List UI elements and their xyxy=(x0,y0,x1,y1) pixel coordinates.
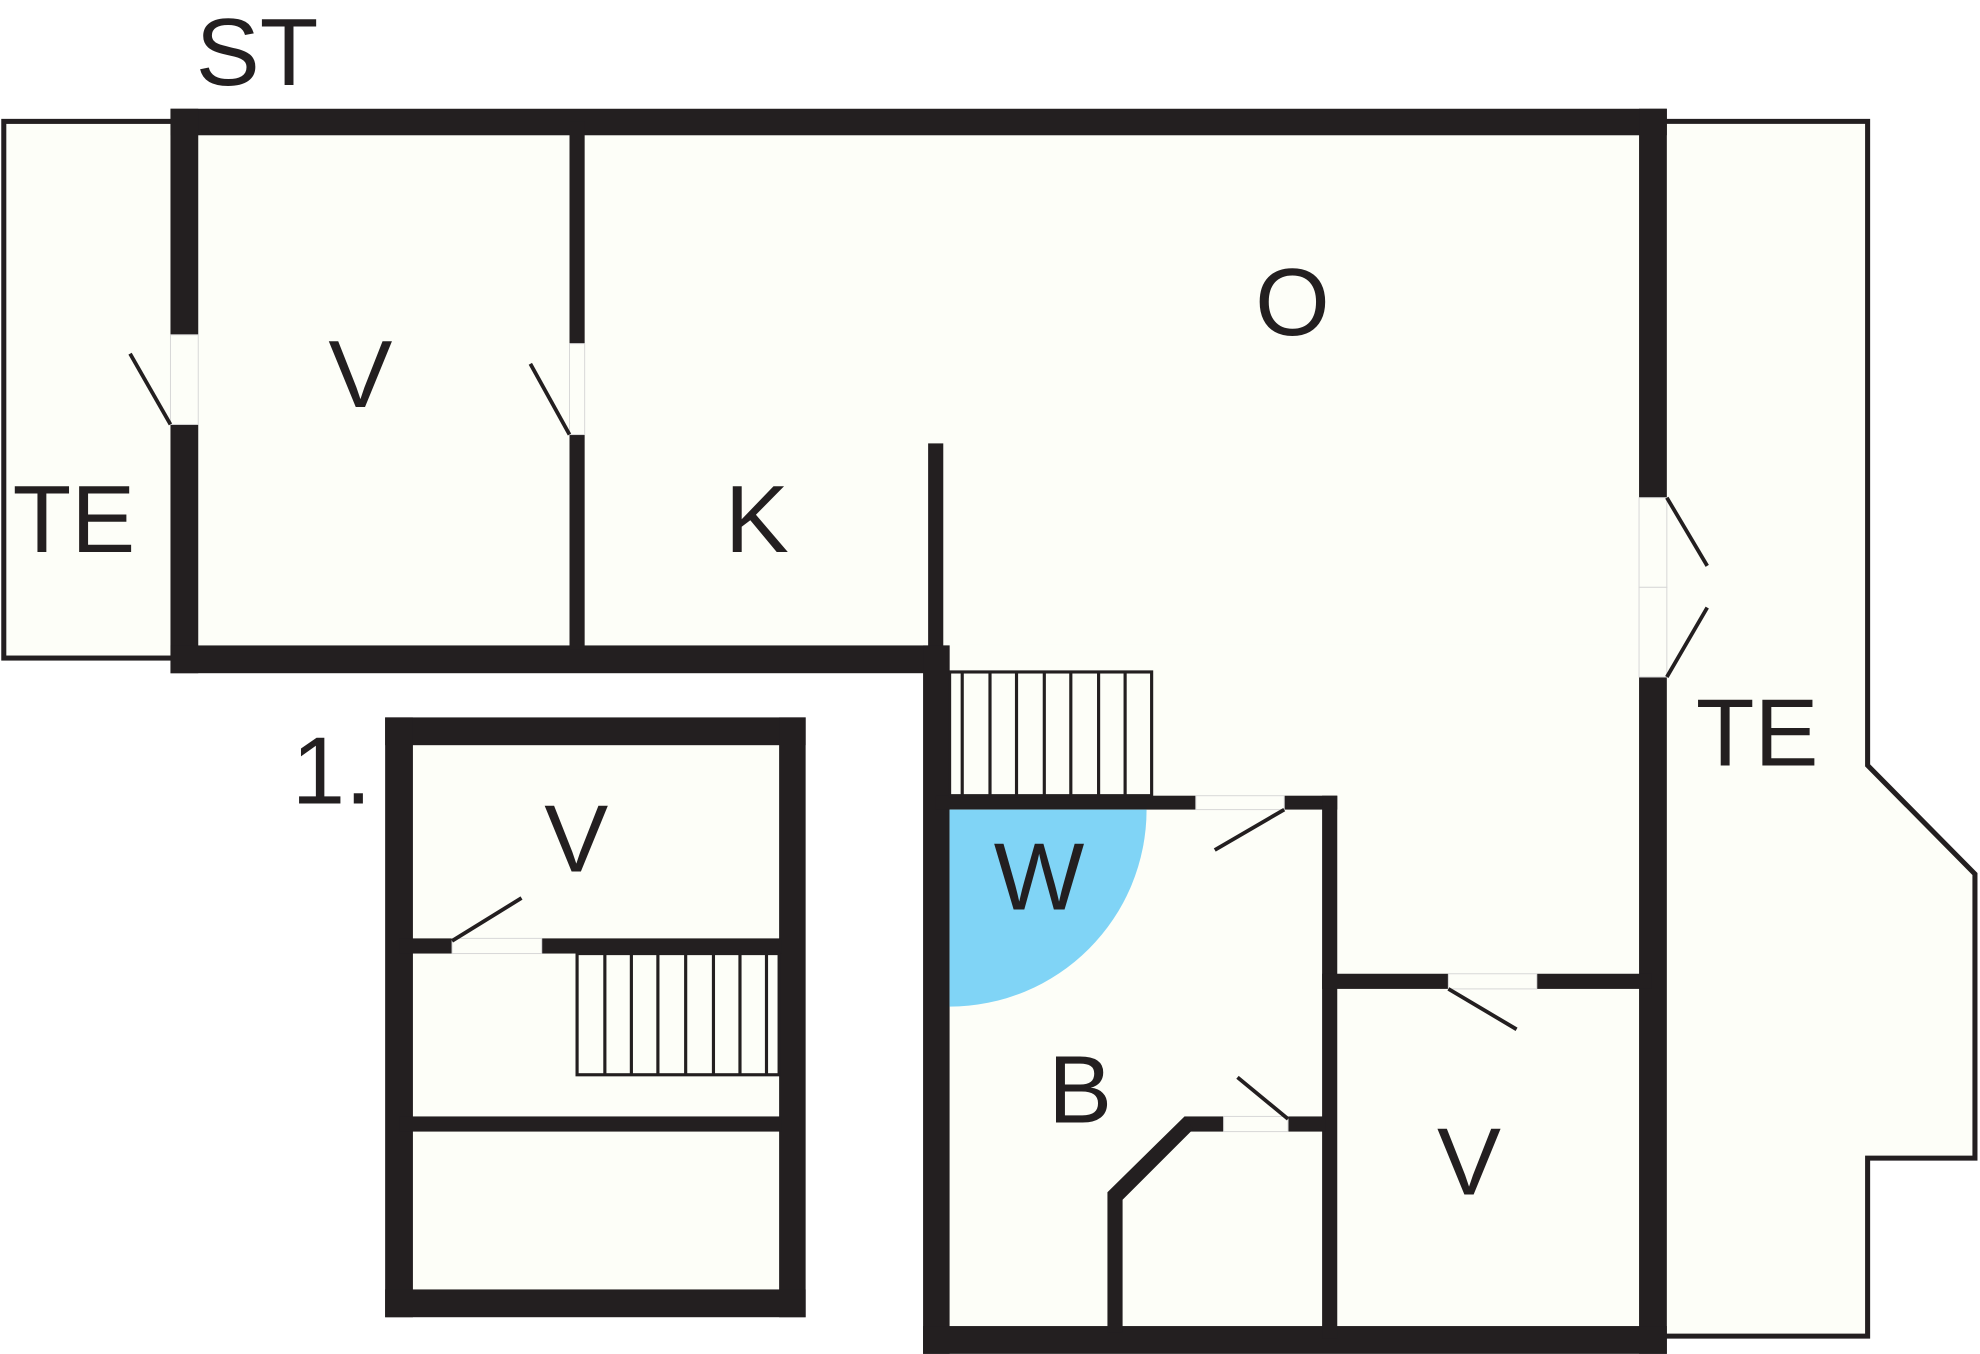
stairs-ground-floor xyxy=(948,670,1154,798)
door-swing-icon xyxy=(1236,1075,1290,1121)
ground-floor-doors xyxy=(128,334,1709,1133)
storey-label-ground: ST xyxy=(196,0,319,106)
first-floor xyxy=(385,717,806,1318)
door-closet xyxy=(1223,1115,1289,1133)
door-bedroom-kitchen xyxy=(568,343,586,436)
door-first-floor-bedroom xyxy=(451,937,543,955)
terrace-left xyxy=(1,118,179,661)
terrace-right xyxy=(1659,118,1978,1339)
room-label-wc: W xyxy=(994,823,1085,930)
room-label-bedroom-bottom-right: V xyxy=(1437,1109,1501,1216)
room-label-bathroom: B xyxy=(1048,1037,1112,1144)
room-label-bedroom-first-floor: V xyxy=(544,785,608,892)
wc-area xyxy=(949,809,1147,1007)
room-label-terrace-left: TE xyxy=(13,466,136,573)
door-terrace-right-upper xyxy=(1638,497,1668,588)
room-label-terrace-right: TE xyxy=(1696,679,1819,786)
door-swing-icon xyxy=(1213,807,1286,852)
room-label-living: O xyxy=(1255,249,1330,356)
door-swing-icon xyxy=(451,896,523,943)
ground-floor-walls xyxy=(170,108,1667,1354)
door-swing-icon xyxy=(528,362,572,436)
door-terrace-left xyxy=(169,334,199,425)
room-label-bedroom-top-left: V xyxy=(328,321,392,428)
door-swing-icon xyxy=(1665,606,1709,678)
storey-label-first: 1. xyxy=(292,717,372,824)
door-swing-icon xyxy=(1447,987,1518,1031)
room-label-kitchen: K xyxy=(725,466,789,573)
door-swing-icon xyxy=(128,352,173,426)
door-terrace-right-lower xyxy=(1638,586,1668,678)
door-bathroom xyxy=(1195,795,1285,811)
door-swing-icon xyxy=(1665,496,1709,567)
door-bedroom-bottom xyxy=(1447,973,1538,990)
stairs-first-floor xyxy=(575,951,781,1077)
